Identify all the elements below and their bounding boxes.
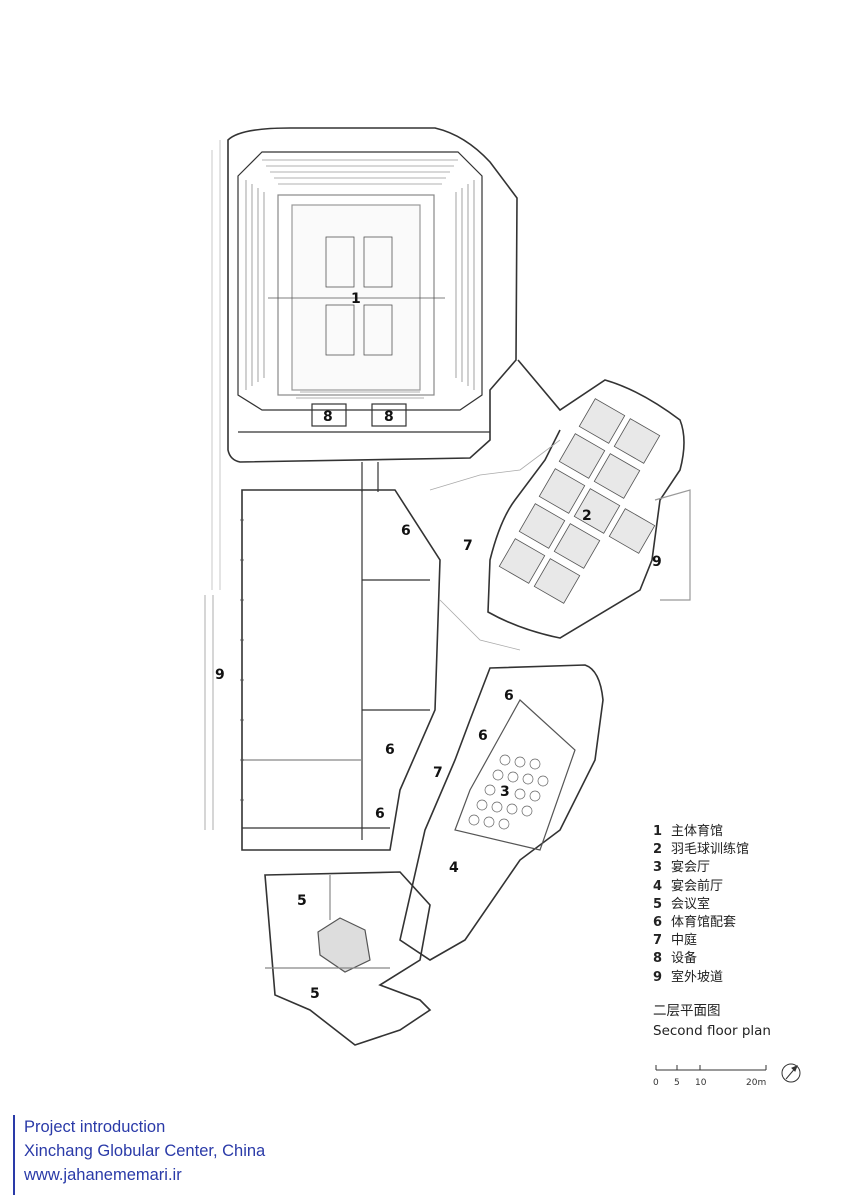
label-8-a: 8 — [323, 409, 333, 425]
scale-bar: 0 5 10 20m — [653, 1063, 801, 1088]
label-7-upper: 7 — [463, 538, 473, 554]
banquet-block-outline — [399, 664, 604, 961]
plan-title-cn: 二层平面图 — [653, 1002, 721, 1019]
label-8-b: 8 — [384, 409, 394, 425]
label-9-west: 9 — [215, 667, 225, 683]
label-2: 2 — [582, 508, 592, 524]
label-1: 1 — [351, 291, 361, 307]
footer-website-link[interactable]: www.jahanememari.ir — [24, 1166, 182, 1184]
label-7-lower: 7 — [433, 765, 443, 781]
label-6-b: 6 — [504, 688, 514, 704]
label-3: 3 — [500, 784, 510, 800]
label-6-e: 6 — [375, 806, 385, 822]
label-9-east: 9 — [652, 554, 662, 570]
label-5-a: 5 — [297, 893, 307, 909]
main-gymnasium-outline — [227, 127, 518, 463]
label-5-b: 5 — [310, 986, 320, 1002]
label-4: 4 — [449, 860, 459, 876]
footer-line-1: Project introduction — [24, 1118, 166, 1136]
north-arrow-icon — [781, 1063, 801, 1083]
label-6-d: 6 — [385, 742, 395, 758]
scale-tick-5: 5 — [674, 1078, 680, 1088]
scale-tick-0: 0 — [653, 1078, 659, 1088]
middle-block-outline — [241, 489, 441, 851]
conference-block-outline — [264, 871, 432, 1046]
plan-title-en: Second floor plan — [653, 1022, 771, 1039]
label-6-a: 6 — [401, 523, 411, 539]
scale-tick-20m: 20m — [746, 1078, 766, 1088]
footer-line-2: Xinchang Globular Center, China — [24, 1142, 266, 1160]
scale-tick-10: 10 — [695, 1078, 707, 1088]
badminton-hall-outline — [487, 359, 685, 639]
footer-caption: Project introduction Xinchang Globular C… — [13, 1115, 265, 1195]
label-6-c: 6 — [478, 728, 488, 744]
